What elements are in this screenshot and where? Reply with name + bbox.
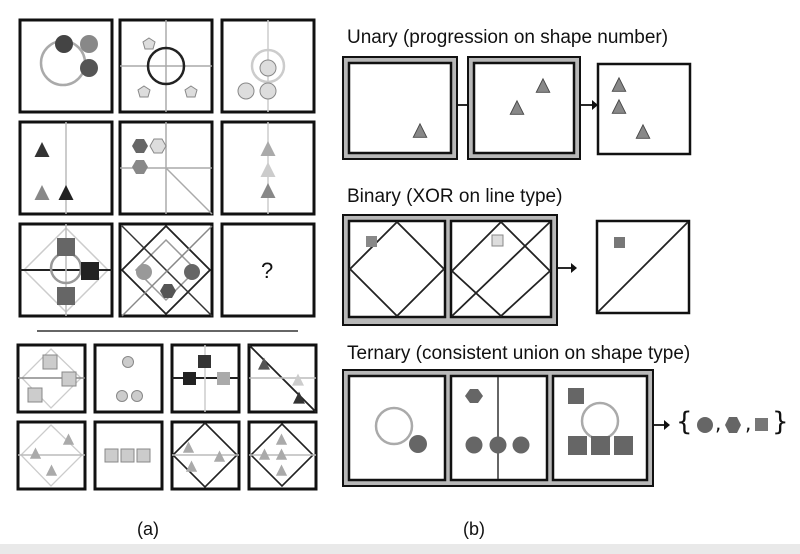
- answer-option-1[interactable]: [16, 343, 87, 414]
- answer-option-2[interactable]: [93, 343, 164, 414]
- answer-option-6[interactable]: [93, 420, 164, 491]
- result-hexagon-shape: [725, 417, 741, 433]
- binary-title: Binary (XOR on line type): [347, 186, 563, 207]
- pentagon-shape: [142, 37, 156, 50]
- matrix-cell-missing: [220, 222, 316, 318]
- matrix-cell-r3c2: [118, 222, 214, 318]
- unary-example: [342, 56, 692, 160]
- missing-cell-question-mark: ?: [261, 258, 274, 283]
- panel-a: [16, 18, 318, 491]
- unary-title: Unary (progression on shape number): [347, 27, 669, 48]
- answer-option-4[interactable]: [247, 343, 318, 414]
- binary-example: [342, 214, 691, 326]
- matrix-cell-r2c3: [220, 120, 316, 216]
- matrix-cell-r1c2: [118, 18, 214, 114]
- matrix-cell-r1c1: [18, 18, 114, 114]
- ternary-example: [342, 369, 768, 487]
- union-brace-close: }: [772, 407, 789, 437]
- union-separator-1: ,: [715, 411, 722, 435]
- result-circle-shape: [697, 417, 713, 433]
- ternary-title: Ternary (consistent union on shape type): [347, 343, 691, 364]
- panel-a-caption: (a): [137, 519, 159, 539]
- result-square-shape: [755, 418, 768, 431]
- answer-option-8[interactable]: [247, 420, 318, 491]
- answer-option-3[interactable]: [170, 343, 241, 414]
- matrix-cell-r1c3: [220, 18, 316, 114]
- answer-option-5[interactable]: [16, 420, 87, 491]
- union-separator-2: ,: [745, 411, 752, 435]
- answer-option-7[interactable]: [170, 420, 241, 491]
- matrix-cell-r2c2: [118, 120, 214, 216]
- panel-b-caption: (b): [463, 519, 485, 539]
- matrix-cell-r2c1: [18, 120, 114, 216]
- matrix-cell-r3c1: [18, 222, 114, 318]
- bottom-strip: [0, 544, 800, 554]
- panel-b: [342, 56, 768, 487]
- union-brace-open: {: [676, 407, 693, 437]
- hexagon-shape: [132, 139, 148, 153]
